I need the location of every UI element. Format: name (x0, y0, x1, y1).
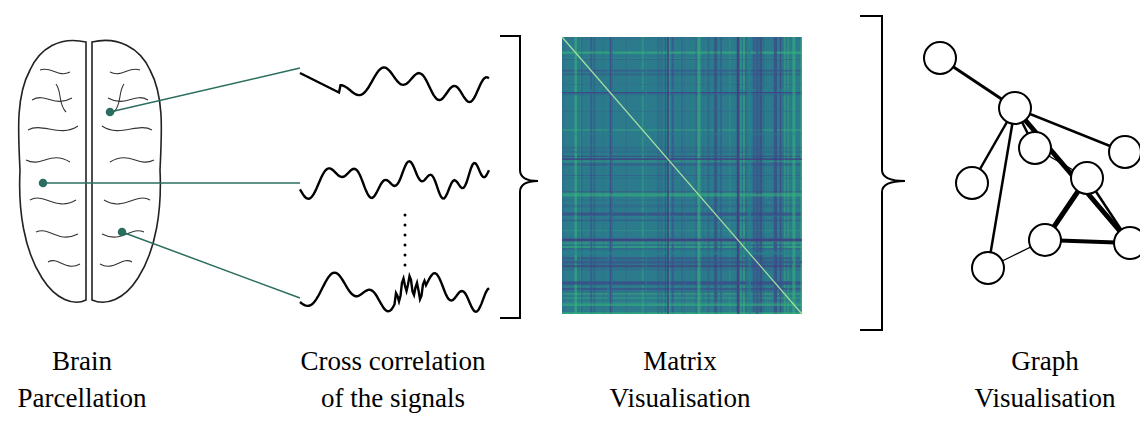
graph-edges (940, 58, 1130, 268)
brain-outline (19, 40, 162, 302)
signal-trace (300, 273, 489, 312)
caption: Brain Parcellation (18, 343, 147, 417)
matrix-diagonal (562, 37, 802, 314)
signal-waves (300, 67, 489, 311)
bracket (500, 36, 538, 318)
signal-trace (300, 67, 489, 102)
caption: Matrix Visualisation (610, 343, 751, 417)
bracket (860, 16, 905, 330)
leader-lines (40, 68, 301, 298)
matrix-texture (562, 37, 802, 314)
caption: Cross correlation of the signals (300, 343, 485, 417)
graph-vertices (924, 42, 1140, 284)
caption: Graph Visualisation (975, 343, 1116, 417)
correlation-matrix (562, 37, 802, 314)
ellipsis-dots (404, 214, 407, 267)
signal-trace (300, 161, 489, 199)
